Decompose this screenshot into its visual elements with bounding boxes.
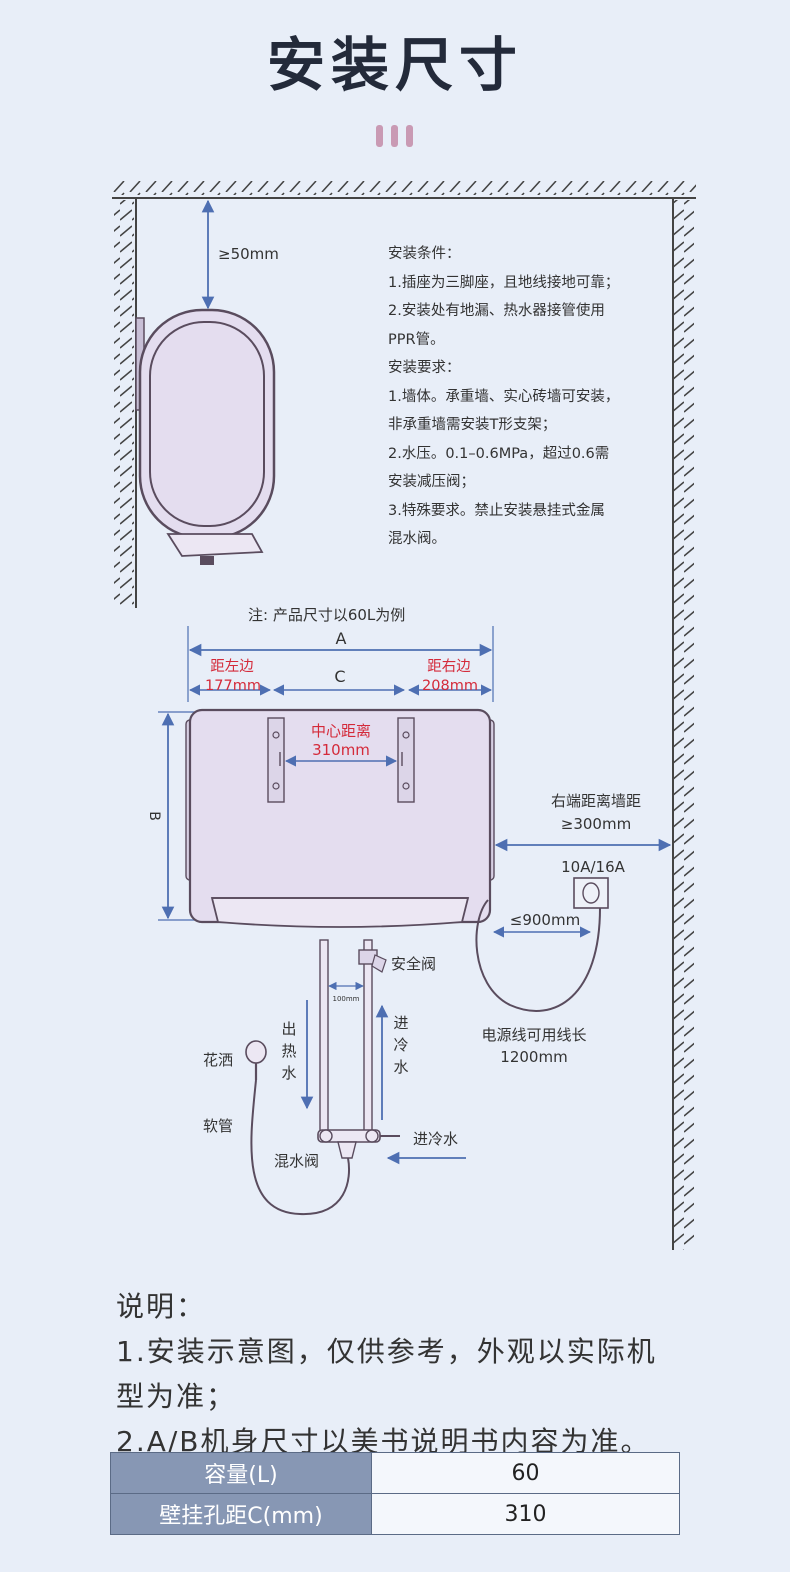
- bracket-left: [267, 717, 285, 803]
- shower-label: 花洒: [203, 1051, 233, 1069]
- hose-label: 软管: [203, 1117, 233, 1135]
- shower-hose: [250, 1079, 351, 1216]
- center-distance-value: 310mm: [312, 741, 370, 759]
- dim-a-label: A: [336, 629, 347, 648]
- spec-value: 60: [371, 1452, 680, 1494]
- installation-conditions: 安装条件： 1.插座为三脚座，且地线接地可靠； 2.安装处有地漏、热水器接管使用…: [388, 240, 668, 554]
- installation-diagram: ≥50mm 注: 产品尺寸以60L为例 A 距左边 177mm C 距右边 20…: [112, 181, 696, 1250]
- hot-water-char-2: 热: [281, 1042, 296, 1060]
- condition-line: 非承重墙需安装T形支架；: [388, 417, 557, 433]
- right-edge-label: 距右边: [427, 658, 471, 675]
- right-wall: [672, 198, 694, 1250]
- top-clearance-label: ≥50mm: [218, 245, 279, 263]
- cold-water-char-3: 水: [393, 1058, 408, 1076]
- left-wall: [114, 198, 137, 608]
- hot-water-char-3: 水: [281, 1064, 296, 1082]
- shower-head: [245, 1040, 267, 1080]
- mixer-label: 混水阀: [274, 1152, 319, 1170]
- socket-rating: 10A/16A: [561, 858, 625, 876]
- cable-value: 1200mm: [500, 1048, 567, 1066]
- condition-line: 混水阀。: [388, 531, 446, 547]
- power-socket: [573, 877, 609, 909]
- cold-water-char-1: 进: [393, 1014, 408, 1032]
- dim-b-label: B: [146, 811, 162, 821]
- bracket-right: [397, 717, 415, 803]
- page-title: 安装尺寸: [266, 31, 523, 99]
- condition-line: 2.安装处有地漏、热水器接管使用: [388, 303, 605, 319]
- table-row: 容量(L) 60: [110, 1452, 680, 1494]
- pipe-gap-label: 100mm: [333, 995, 360, 1003]
- condition-line: 1.插座为三脚座，且地线接地可靠；: [388, 274, 620, 291]
- notes-section: 说明： 1.安装示意图，仅供参考，外观以实际机 型为准； 2.A/B机身尺寸以美…: [116, 1284, 756, 1464]
- condition-line: 安装要求：: [388, 360, 461, 376]
- heater-front-view: [185, 708, 495, 928]
- ceiling-wall: [112, 181, 696, 199]
- cable-label: 电源线可用线长: [481, 1026, 586, 1044]
- dim-c-label: C: [334, 667, 345, 686]
- right-edge-value: 208mm: [422, 678, 478, 694]
- spec-label: 容量(L): [110, 1452, 372, 1494]
- left-edge-label: 距左边: [210, 658, 254, 675]
- cold-inlet-label: 进冷水: [413, 1130, 458, 1148]
- socket-distance-value: ≤900mm: [510, 911, 580, 929]
- spec-value: 310: [371, 1493, 680, 1535]
- condition-line: 安装条件：: [388, 246, 461, 262]
- power-cable: [475, 899, 601, 1012]
- spec-table: 容量(L) 60 壁挂孔距C(mm) 310: [110, 1452, 680, 1535]
- condition-line: 1.墙体。承重墙、实心砖墙可安装，: [388, 388, 620, 405]
- hot-water-char-1: 出: [281, 1020, 296, 1038]
- spec-label: 壁挂孔距C(mm): [110, 1493, 372, 1535]
- size-note: 注: 产品尺寸以60L为例: [248, 606, 405, 624]
- notes-line: 型为准；: [116, 1380, 237, 1413]
- cold-water-char-2: 冷: [393, 1036, 408, 1054]
- notes-line: 说明：: [116, 1290, 207, 1323]
- title-decoration: [376, 125, 414, 149]
- mixing-valve: [317, 1129, 400, 1159]
- heater-side-view: [135, 308, 276, 565]
- condition-line: 安装减压阀；: [388, 474, 475, 490]
- wall-distance-value: ≥300mm: [561, 815, 631, 833]
- wall-distance-label: 右端距离墙距: [551, 792, 641, 810]
- water-pipes: [319, 939, 387, 1137]
- center-distance-label: 中心距离: [311, 722, 371, 740]
- deco-bar: [406, 125, 413, 147]
- condition-line: PPR管。: [388, 331, 445, 348]
- safety-valve-label: 安全阀: [391, 955, 436, 973]
- condition-line: 2.水压。0.1–0.6MPa，超过0.6需: [388, 445, 610, 462]
- condition-line: 3.特殊要求。禁止安装悬挂式金属: [388, 502, 605, 519]
- table-row: 壁挂孔距C(mm) 310: [110, 1493, 680, 1535]
- left-edge-value: 177mm: [205, 678, 261, 694]
- deco-bar: [376, 125, 383, 147]
- notes-line: 1.安装示意图，仅供参考，外观以实际机: [116, 1335, 657, 1368]
- deco-bar: [391, 125, 398, 147]
